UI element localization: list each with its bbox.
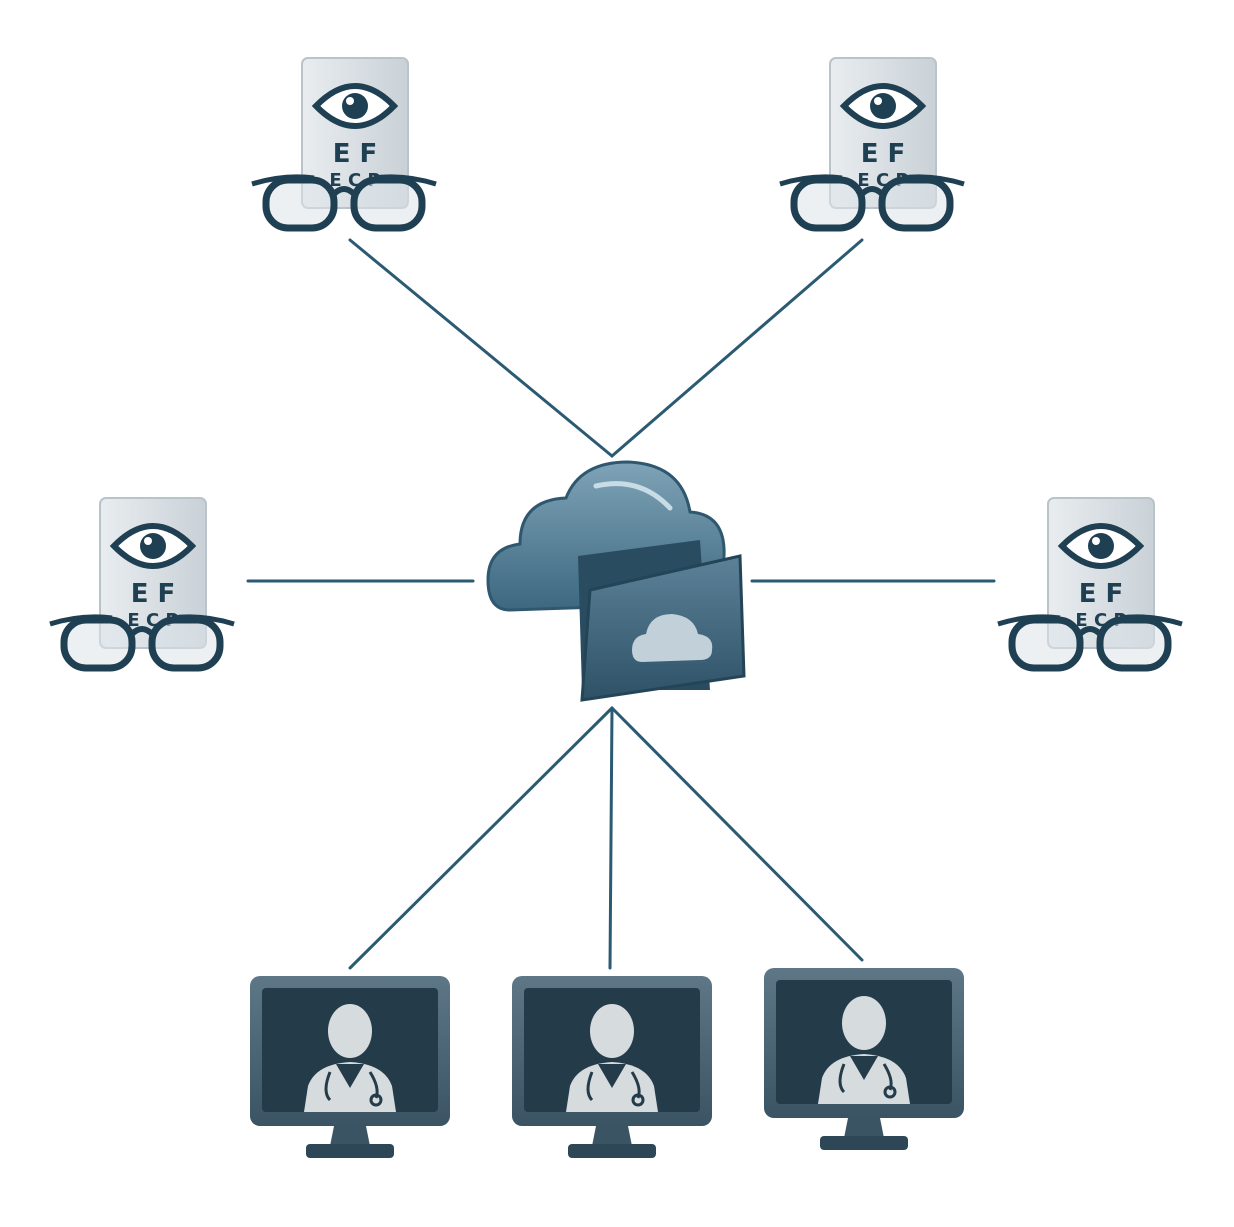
chart-row-1: E F	[1079, 579, 1124, 609]
link-bottom-left	[348, 706, 614, 970]
chart-row-1: E F	[861, 139, 906, 169]
chart-row-1: E F	[131, 579, 176, 609]
doctor-monitor-icon	[762, 966, 966, 1152]
link-bottom-right	[610, 706, 864, 962]
doctor-monitor-left	[248, 974, 452, 1160]
doctor-monitor-center	[510, 974, 714, 1160]
chart-row-1: E F	[333, 139, 378, 169]
doctor-monitor-icon	[248, 974, 452, 1160]
doctor-monitor-icon	[510, 974, 714, 1160]
client-left: E F E C P	[50, 498, 234, 668]
connection-lines	[246, 238, 996, 970]
client-top-right: E F E C P	[780, 58, 964, 228]
cloud-folder-icon	[486, 460, 746, 702]
link-top-left	[348, 238, 614, 458]
link-top-right	[610, 238, 864, 458]
client-right: E F E C P	[998, 498, 1182, 668]
doctor-monitor-right	[762, 966, 966, 1152]
link-bottom-center	[608, 706, 614, 970]
client-top-left: E F E C P	[252, 58, 436, 228]
